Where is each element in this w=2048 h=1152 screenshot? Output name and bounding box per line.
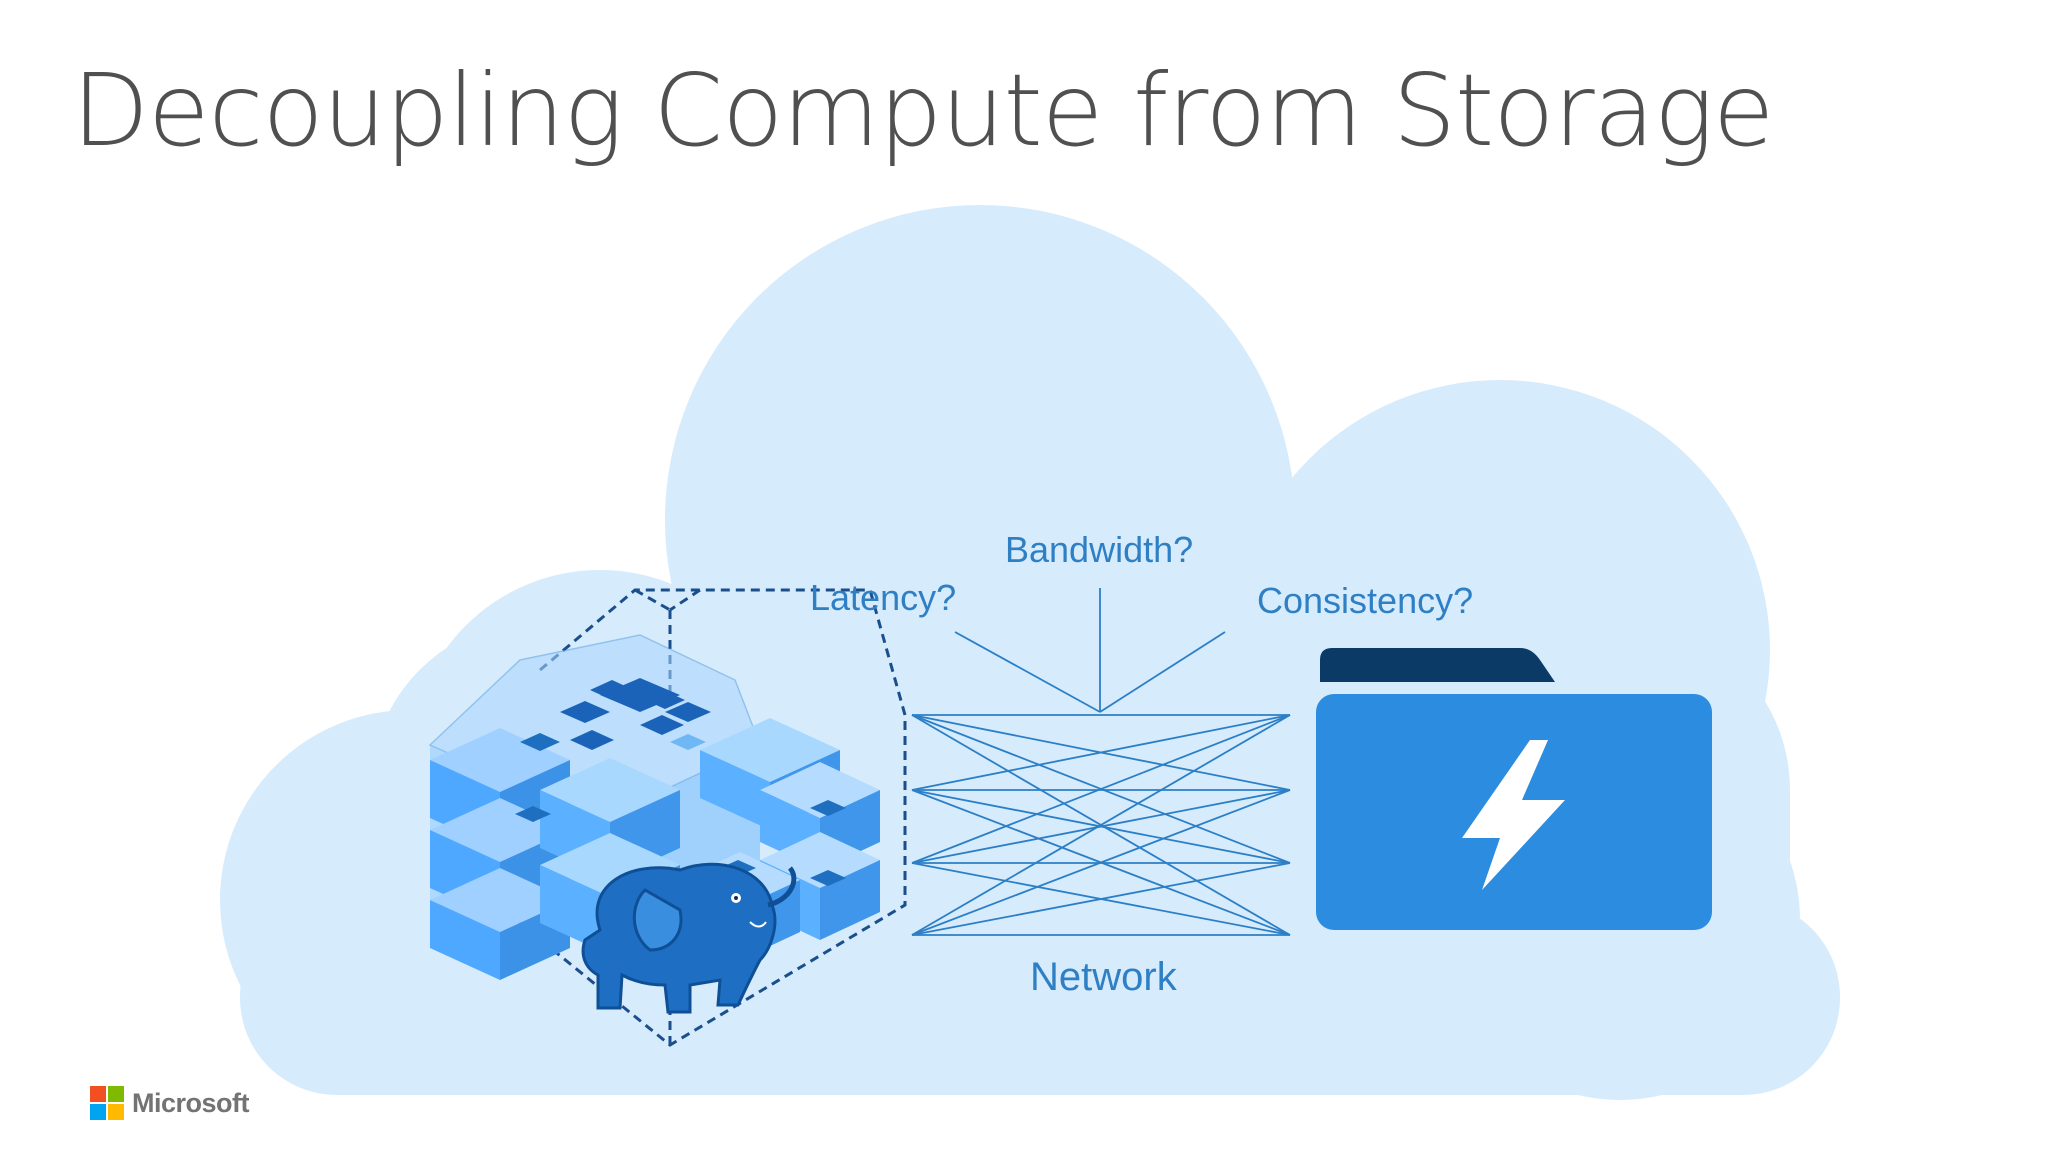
network-mesh <box>911 588 1291 936</box>
microsoft-logo: Microsoft <box>90 1086 250 1120</box>
network-label: Network <box>1030 955 1178 999</box>
microsoft-wordmark: Microsoft <box>132 1087 250 1118</box>
elephant-icon <box>581 862 797 1014</box>
latency-label: Latency? <box>810 577 956 618</box>
microsoft-logo-icon <box>90 1086 124 1120</box>
folder-lightning-icon <box>1316 648 1712 930</box>
slide-title: Decoupling Compute from Storage <box>72 52 1774 169</box>
bandwidth-label: Bandwidth? <box>1005 529 1193 570</box>
consistency-label: Consistency? <box>1257 580 1473 621</box>
